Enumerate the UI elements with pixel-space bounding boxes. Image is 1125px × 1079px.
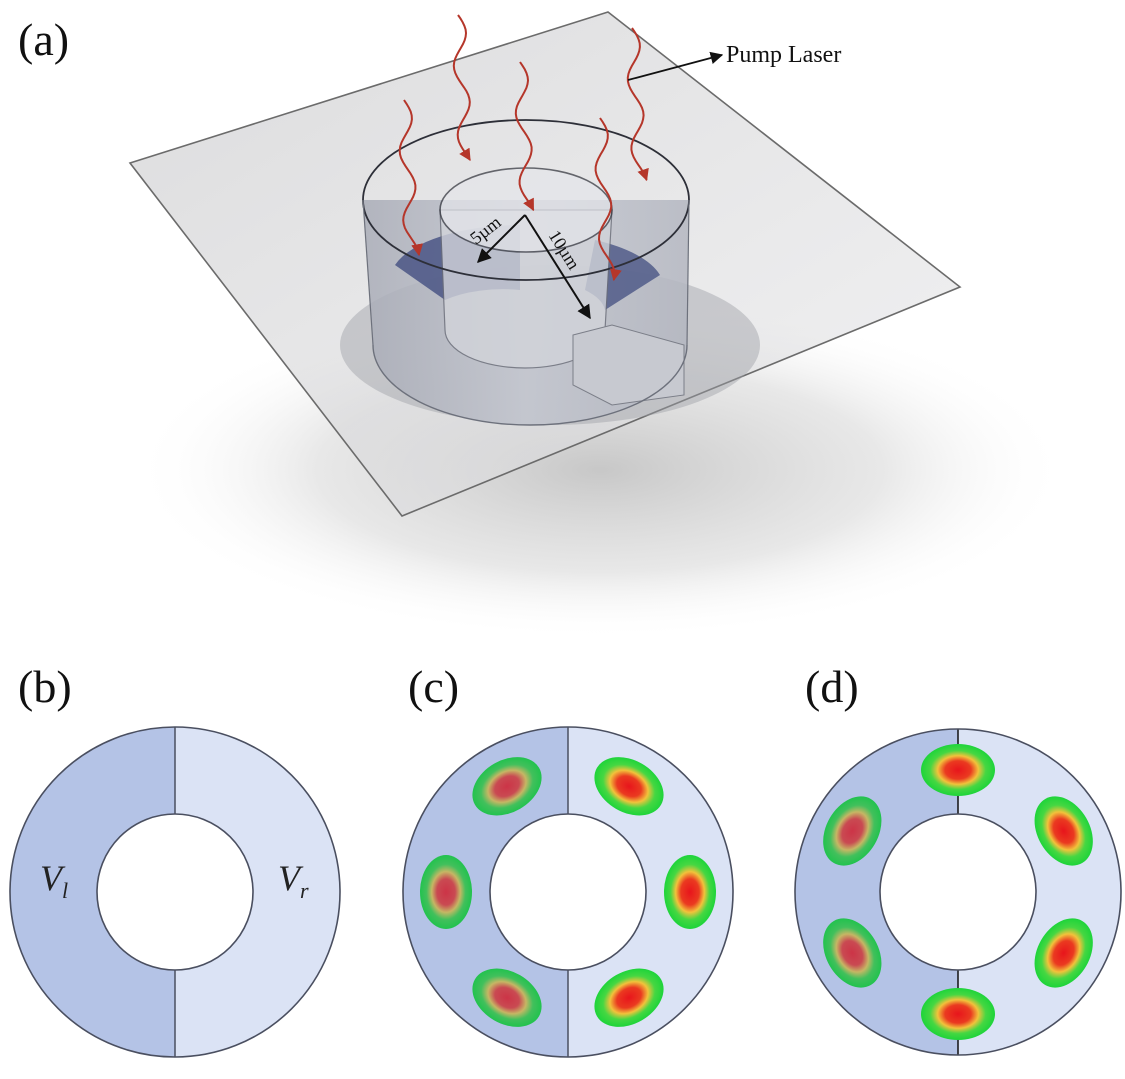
- mode-spot: [921, 988, 995, 1040]
- mode-spot: [1034, 796, 1093, 866]
- mode-spot: [594, 757, 664, 816]
- panel-d: (d): [794, 661, 1122, 1056]
- mode-spot: [823, 918, 882, 988]
- mode-spot: [921, 744, 995, 796]
- ring-c: [402, 726, 734, 1058]
- left-half: [403, 727, 568, 1057]
- outer-bottom-edge: [372, 344, 688, 426]
- right-half: [175, 727, 340, 1057]
- pump-label-arrow: [627, 51, 724, 81]
- mode-spot: [1034, 918, 1093, 988]
- inner-top: [439, 167, 613, 253]
- pump-arrow: [514, 61, 535, 212]
- left-potential-label: Vl: [40, 858, 68, 903]
- panel-c-label: (c): [408, 661, 459, 712]
- inner-hole: [489, 813, 647, 971]
- mode-spot: [472, 757, 542, 816]
- outer-circle: [794, 728, 1122, 1056]
- inner-radius-arrow: [477, 214, 526, 263]
- panel-d-label: (d): [805, 661, 859, 712]
- panel-b: (b) Vl Vr: [9, 661, 341, 1058]
- pump-arrow: [594, 117, 622, 282]
- pump-arrow: [452, 14, 471, 162]
- pump-laser-label: Pump Laser: [726, 42, 841, 68]
- mode-spot: [472, 968, 542, 1027]
- ring-d: [794, 728, 1122, 1056]
- pump-arrow: [398, 99, 423, 257]
- inner-hole: [879, 813, 1037, 971]
- outer-circle: [402, 726, 734, 1058]
- panel-c: (c): [402, 661, 734, 1058]
- pump-arrow: [626, 27, 649, 182]
- outer-radius-arrow: [524, 214, 591, 320]
- mode-spot: [664, 855, 716, 929]
- panel-b-label: (b): [18, 661, 72, 712]
- outer-circle: [9, 726, 341, 1058]
- right-potential-label: Vr: [278, 858, 309, 903]
- right-half: [568, 727, 733, 1057]
- left-half: [10, 727, 175, 1057]
- pump-laser-arrows: [398, 14, 649, 282]
- mode-spot: [594, 968, 664, 1027]
- ring-b: [9, 726, 341, 1058]
- panel-a: (a) 5µm 10µm Pump Laser: [18, 11, 1070, 640]
- gap-block: [572, 324, 685, 406]
- mode-spot: [823, 796, 882, 866]
- inner-hole: [96, 813, 254, 971]
- mode-spot: [420, 855, 472, 929]
- panel-a-label: (a): [18, 14, 69, 65]
